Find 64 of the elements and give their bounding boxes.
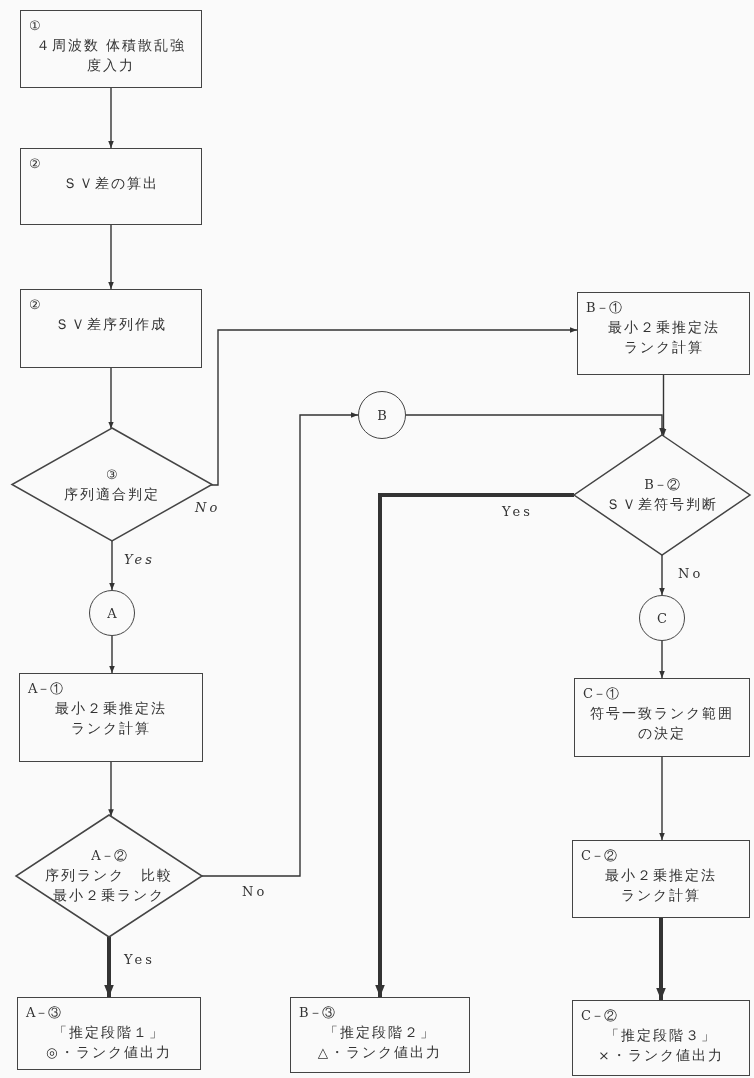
arrow <box>104 937 114 997</box>
arrow <box>659 756 665 841</box>
connector-circle: A <box>89 590 135 636</box>
process-box <box>20 148 202 225</box>
step-text: ＳＶ差符号判断 <box>606 495 718 514</box>
arrow <box>656 918 666 1000</box>
connector-circle: C <box>639 595 685 641</box>
arrow <box>108 367 114 430</box>
step-text: 序列適合判定 <box>64 484 160 504</box>
process-box <box>20 289 202 368</box>
arrow <box>659 640 665 679</box>
decision-diamond <box>574 435 750 555</box>
step-number: B－③ <box>299 1004 335 1022</box>
arrow <box>210 327 578 486</box>
arrow <box>108 224 114 290</box>
step-number: B－② <box>644 476 680 494</box>
process-box <box>19 673 203 762</box>
decision-diamond <box>16 815 202 937</box>
step-text: 「推定段階２」 <box>324 1023 436 1042</box>
step-number: A－① <box>28 680 64 698</box>
step-number: A－③ <box>26 1004 62 1022</box>
step-text: 「推定段階３」 <box>605 1026 717 1045</box>
step-text: 序列ランク 比較 <box>45 866 173 885</box>
step-text: 最小２乗推定法 <box>605 866 717 885</box>
step-text: ランク計算 <box>621 886 701 905</box>
process-box <box>20 10 202 88</box>
arrow <box>109 540 115 591</box>
step-text: ＳＶ差序列作成 <box>55 315 167 334</box>
arrow <box>201 412 359 877</box>
step-number: ② <box>29 155 41 173</box>
step-number: ③ <box>106 465 118 484</box>
process-box <box>572 840 750 918</box>
step-text: ×・ランク値出力 <box>598 1046 724 1065</box>
step-text: ランク計算 <box>623 338 704 357</box>
arrow <box>108 87 114 149</box>
step-text: 最小２乗推定法 <box>55 699 167 718</box>
step-text: ランク計算 <box>71 719 151 738</box>
step-text: 符号一致ランク範囲の決定 <box>589 704 735 743</box>
process-box <box>577 292 750 375</box>
step-text: 「推定段階１」 <box>53 1023 165 1042</box>
step-text: 最小２乗ランク <box>53 886 165 905</box>
step-number: A－② <box>91 847 127 865</box>
arrow <box>660 374 667 437</box>
arrow <box>109 635 115 674</box>
step-number: C－② <box>581 847 617 865</box>
step-text: ◎・ランク値出力 <box>46 1043 172 1062</box>
arrow <box>659 554 665 596</box>
arrow <box>405 414 665 436</box>
process-box <box>574 678 750 757</box>
process-box <box>17 997 201 1070</box>
step-text: 最小２乗推定法 <box>607 318 720 337</box>
process-box <box>572 1000 750 1076</box>
step-text: △・ランク値出力 <box>317 1043 443 1062</box>
arrow <box>108 761 114 817</box>
step-text: ４周波数 体積散乱強度入力 <box>34 36 188 75</box>
process-box <box>290 997 470 1073</box>
connector-circle: B <box>358 391 406 439</box>
step-number: ② <box>29 296 41 314</box>
step-number: B－① <box>586 299 622 317</box>
step-text: ＳＶ差の算出 <box>63 174 159 193</box>
step-number: C－① <box>583 685 619 703</box>
step-number: ① <box>29 17 41 35</box>
arrow <box>375 493 574 997</box>
step-number: C－② <box>581 1007 617 1025</box>
